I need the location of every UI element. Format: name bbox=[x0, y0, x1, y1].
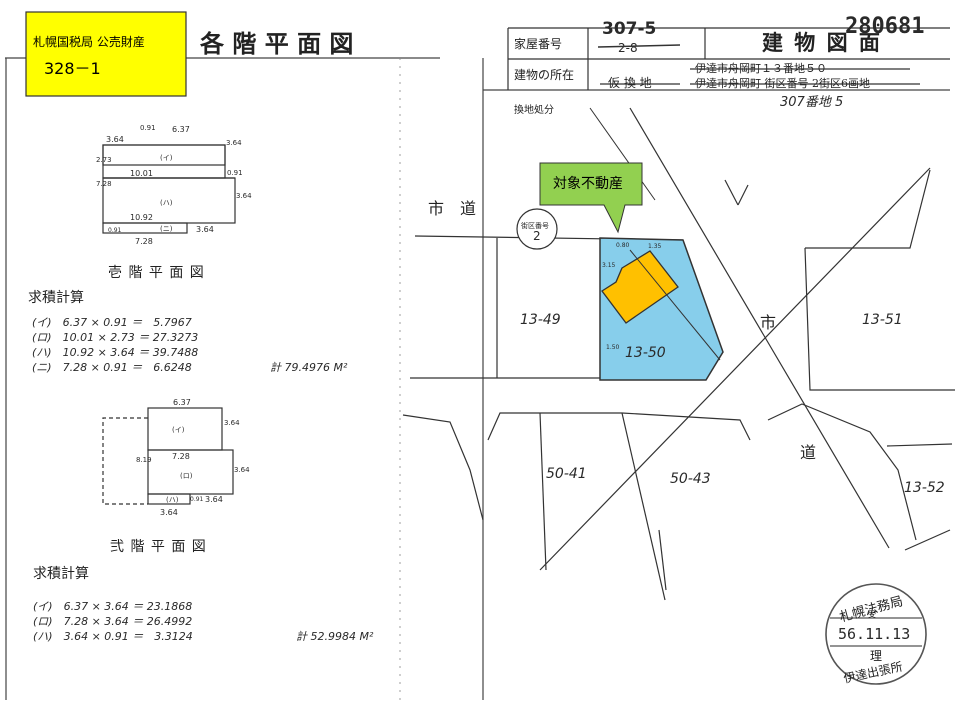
f1-dim-bottom: 7.28 bbox=[135, 237, 153, 246]
f2-dim-right-a: 3.64 bbox=[224, 419, 240, 427]
f2-dim-right-b: 3.64 bbox=[234, 466, 250, 474]
floor2-title: 弐 階 平 面 図 bbox=[110, 539, 207, 555]
block-marker: 2 bbox=[533, 229, 541, 243]
f2-calc-row: (ロ) 7.28 × 3.64 ＝ 26.4992 bbox=[33, 615, 192, 628]
floor2-calc-list: (イ) 6.37 × 3.64 ＝ 23.1868 (ロ) 7.28 × 3.6… bbox=[33, 600, 374, 643]
badge-line1: 札幌国税局 公売財産 bbox=[33, 34, 145, 49]
f1-calc-row: (ハ) 10.92 × 3.64 ＝ 39.7488 bbox=[32, 346, 198, 359]
f1-dim-bottom-mid: 10.92 bbox=[130, 213, 153, 222]
badge-line2: 328－1 bbox=[44, 59, 101, 78]
public-sale-badge bbox=[25, 11, 187, 97]
stamp-note: 換地処分 bbox=[514, 103, 554, 116]
target-small-dims: 0.80 1.35 3.15 1.50 bbox=[602, 242, 662, 351]
f1-room-label-ha: (ハ) bbox=[160, 199, 173, 207]
f1-dim-bottom-small: 0.91 bbox=[108, 227, 122, 234]
header-table bbox=[507, 27, 950, 90]
f1-room-label-i: (イ) bbox=[160, 154, 173, 162]
f2-dim-mid: 7.28 bbox=[172, 452, 190, 461]
shozai-line2: 伊達市舟岡町 街区番号 2街区6画地 bbox=[695, 76, 870, 90]
f2-calc-row: (イ) 6.37 × 3.64 ＝ 23.1868 bbox=[33, 600, 192, 613]
kari-kanchi: 仮 換 地 bbox=[608, 76, 652, 90]
plan-title: 各 階 平 面 図 bbox=[199, 29, 353, 58]
floor2-room-ha bbox=[147, 493, 191, 505]
f1-dim-left-side: 7.28 bbox=[96, 180, 112, 188]
f2-dim-small: 0.91 bbox=[190, 496, 204, 503]
callout-label: 対象不動産 bbox=[553, 176, 623, 192]
f1-dim-left-top: 3.64 bbox=[106, 135, 124, 144]
parcel-13-52: 13-52 bbox=[904, 480, 945, 496]
f2-dim-bottom-right: 3.64 bbox=[205, 495, 223, 504]
shozai-old: 伊達市舟岡町１３番地５０ bbox=[695, 61, 827, 75]
target-callout: 対象不動産 bbox=[539, 162, 643, 234]
receipt-stamp: 札幌法務局 56.11.13 受 理 伊達出張所 bbox=[825, 583, 927, 686]
block-marker-circle bbox=[516, 208, 558, 250]
svg-text:0.80: 0.80 bbox=[616, 242, 630, 249]
parcel-50-43: 50-43 bbox=[670, 471, 711, 487]
parcel-50-41: 50-41 bbox=[546, 466, 587, 482]
f1-dim-mid: 10.01 bbox=[130, 169, 153, 178]
floor1-calc-list: (イ) 6.37 × 0.91 ＝ 5.7967 (ロ) 10.01 × 2.7… bbox=[32, 316, 348, 374]
shozai-new: 307番地 5 bbox=[780, 95, 843, 110]
road-top-label: 市 道 bbox=[428, 199, 476, 218]
floor2-calc-title: 求積計算 bbox=[33, 566, 89, 582]
f1-calc-row: (ロ) 10.01 × 2.73 ＝ 27.3273 bbox=[32, 331, 198, 344]
f2-room-label-i: (イ) bbox=[172, 426, 185, 434]
f2-calc-total: 計 52.9984 M² bbox=[296, 630, 374, 643]
floor1-dims: 6.37 3.64 0.91 10.01 3.64 0.91 7.28 2.73… bbox=[96, 124, 252, 246]
floor2-dims: 6.37 3.64 7.28 8.19 3.64 0.91 3.64 3.64 … bbox=[136, 398, 250, 517]
parcel-13-51: 13-51 bbox=[862, 312, 903, 328]
floor2-room-i bbox=[147, 407, 223, 451]
floor1-title: 壱 階 平 面 図 bbox=[108, 264, 205, 281]
block-marker-ring: 街区番号 bbox=[521, 221, 549, 230]
floor1-room-ni bbox=[102, 222, 188, 234]
target-building bbox=[601, 250, 679, 324]
f1-dim-right-b: 3.64 bbox=[236, 192, 252, 200]
target-diagonal bbox=[629, 249, 721, 361]
zumen-title: 建 物 図 面 bbox=[762, 30, 882, 55]
stamp-date: 56.11.13 bbox=[838, 625, 910, 643]
road-right-label-1: 市 bbox=[760, 313, 776, 332]
svg-text:1.50: 1.50 bbox=[606, 344, 620, 351]
floor2-plan bbox=[102, 407, 234, 505]
kaoku-bango-label: 家屋番号 bbox=[514, 36, 562, 51]
f1-calc-row: (イ) 6.37 × 0.91 ＝ 5.7967 bbox=[32, 316, 192, 329]
f1-dim-right-a: 3.64 bbox=[226, 139, 242, 147]
f1-dim-left-a: 2.73 bbox=[96, 156, 112, 164]
floor1-plan bbox=[102, 144, 236, 234]
f1-room-label-ni: (ニ) bbox=[160, 225, 173, 233]
road-right-label-2: 道 bbox=[800, 443, 816, 462]
zumen-number: 280681 bbox=[845, 14, 924, 39]
f1-dim-top: 6.37 bbox=[172, 125, 190, 134]
f2-dim-bottom: 3.64 bbox=[160, 508, 178, 517]
f1-calc-row: (ニ) 7.28 × 0.91 ＝ 6.6248 bbox=[32, 361, 192, 374]
f1-dim-small-b: 0.91 bbox=[227, 169, 243, 177]
shozai-label: 建物の所在 bbox=[514, 68, 574, 82]
f2-room-label-ro: (ロ) bbox=[180, 472, 193, 480]
stamp-bottom: 理 bbox=[870, 649, 882, 663]
stamp-office: 伊達出張所 bbox=[842, 660, 904, 686]
svg-text:3.15: 3.15 bbox=[602, 262, 616, 269]
parcel-13-50: 13-50 bbox=[625, 345, 666, 361]
stamp-mid: 受 bbox=[868, 609, 876, 619]
svg-text:1.35: 1.35 bbox=[648, 243, 662, 250]
parcel-13-49: 13-49 bbox=[520, 312, 561, 328]
f1-dim-bottom-right: 3.64 bbox=[196, 225, 214, 234]
f1-dim-small-a: 0.91 bbox=[140, 124, 156, 132]
floor1-calc-title: 求積計算 bbox=[28, 290, 84, 306]
struck-line bbox=[597, 44, 681, 48]
f2-calc-row: (ハ) 3.64 × 0.91 ＝ 3.3124 bbox=[33, 630, 193, 643]
f1-calc-total: 計 79.4976 M² bbox=[270, 361, 348, 374]
shozai-strikes bbox=[600, 68, 920, 85]
f2-room-label-ha: (ハ) bbox=[166, 496, 179, 504]
f2-dim-left: 8.19 bbox=[136, 456, 152, 464]
page-frame bbox=[5, 57, 950, 700]
f2-dim-top: 6.37 bbox=[173, 398, 191, 407]
kaoku-bango-struck: 2-8 bbox=[618, 41, 638, 55]
kaoku-bango-value: 307-5 bbox=[602, 19, 656, 39]
